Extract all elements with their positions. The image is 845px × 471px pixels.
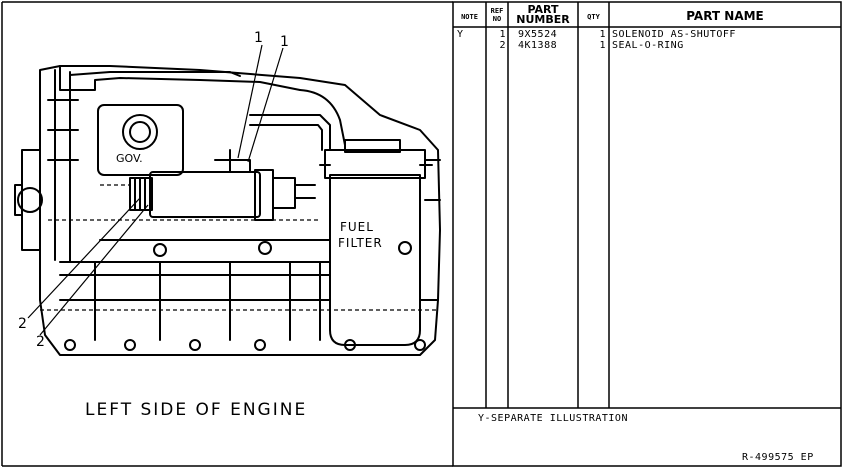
filter-label: FILTER [338, 236, 383, 250]
col-header-part-number-bottom: NUMBER [516, 13, 570, 26]
engine-illustration [14, 44, 441, 356]
col-header-ref-top: REF [490, 7, 504, 15]
callout-2a: 2 [18, 316, 27, 332]
callout-1b: 1 [280, 34, 289, 50]
row-ref: 2 [499, 40, 506, 51]
col-header-part-number-top: PART [527, 3, 559, 16]
illustration-caption: LEFT SIDE OF ENGINE [85, 400, 308, 420]
row-note: Y [457, 29, 464, 40]
row-part-number: 4K1388 [518, 40, 558, 51]
footnote: Y-SEPARATE ILLUSTRATION [478, 413, 628, 424]
row-part-name: SEAL-O-RING [612, 40, 684, 51]
row-qty: 1 [599, 29, 606, 40]
row-qty: 1 [599, 40, 606, 51]
col-header-qty: QTY [587, 13, 600, 21]
col-header-part-name: PART NAME [686, 9, 764, 23]
callout-1a: 1 [254, 30, 263, 46]
row-part-number: 9X5524 [518, 29, 558, 40]
fuel-label: FUEL [340, 220, 374, 234]
col-header-note: NOTE [461, 13, 478, 21]
reference-code: R-499575 EP [742, 452, 814, 463]
row-ref: 1 [499, 29, 506, 40]
gov-label: GOV. [116, 152, 143, 165]
callout-2b: 2 [36, 334, 45, 350]
row-part-name: SOLENOID AS-SHUTOFF [612, 29, 736, 40]
col-header-ref-bottom: NO [492, 15, 502, 23]
